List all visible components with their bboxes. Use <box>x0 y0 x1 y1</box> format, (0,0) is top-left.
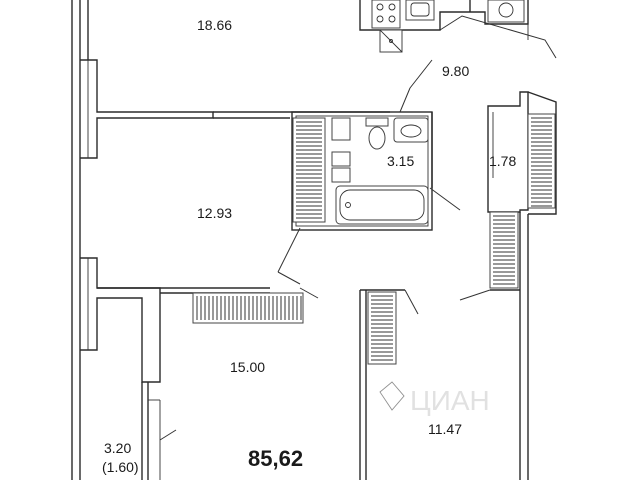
door-balcony <box>159 429 177 441</box>
door-middle <box>399 59 433 113</box>
watermark: ЦИАН <box>379 381 490 416</box>
wardrobe-closet <box>527 113 556 209</box>
wardrobe-bottom-room <box>192 292 304 324</box>
wardrobe-room-1147 <box>367 291 397 365</box>
room-labels: 18.66 9.80 3.15 1.78 12.93 15.00 11.47 3… <box>102 17 516 475</box>
watermark-text: ЦИАН <box>410 385 490 416</box>
doors <box>159 15 557 441</box>
door-kitchen <box>439 15 557 59</box>
door-room-1147 <box>404 289 419 315</box>
room-area-3-15: 3.15 <box>387 153 414 169</box>
wardrobes <box>192 113 556 365</box>
kitchen-sink-icon <box>405 0 435 21</box>
balcony-reduced-area: (1.60) <box>102 459 139 475</box>
room-area-18-66: 18.66 <box>197 17 232 33</box>
balcony <box>148 399 161 480</box>
kitchen-fixtures <box>371 0 525 53</box>
room-area-11-47: 11.47 <box>428 421 462 437</box>
door-bottom-room <box>299 287 319 299</box>
total-area: 85,62 <box>248 446 303 471</box>
washer-icon <box>487 0 525 23</box>
wardrobe-corridor <box>489 211 519 289</box>
door-room-right <box>459 289 491 301</box>
door-closet <box>429 187 461 211</box>
toilet-icon <box>365 117 389 150</box>
wardrobe-middle <box>292 117 326 223</box>
room-area-15-00: 15.00 <box>230 359 265 375</box>
stove-icon <box>371 0 401 29</box>
bathroom-fixtures <box>331 117 429 225</box>
balcony-area: 3.20 <box>104 440 131 456</box>
door-bathroom <box>277 227 301 285</box>
sink-icon <box>393 117 429 143</box>
room-area-9-80: 9.80 <box>442 63 469 79</box>
bathtub-icon <box>335 185 429 225</box>
room-area-1-78: 1.78 <box>489 153 516 169</box>
room-area-12-93: 12.93 <box>197 205 232 221</box>
